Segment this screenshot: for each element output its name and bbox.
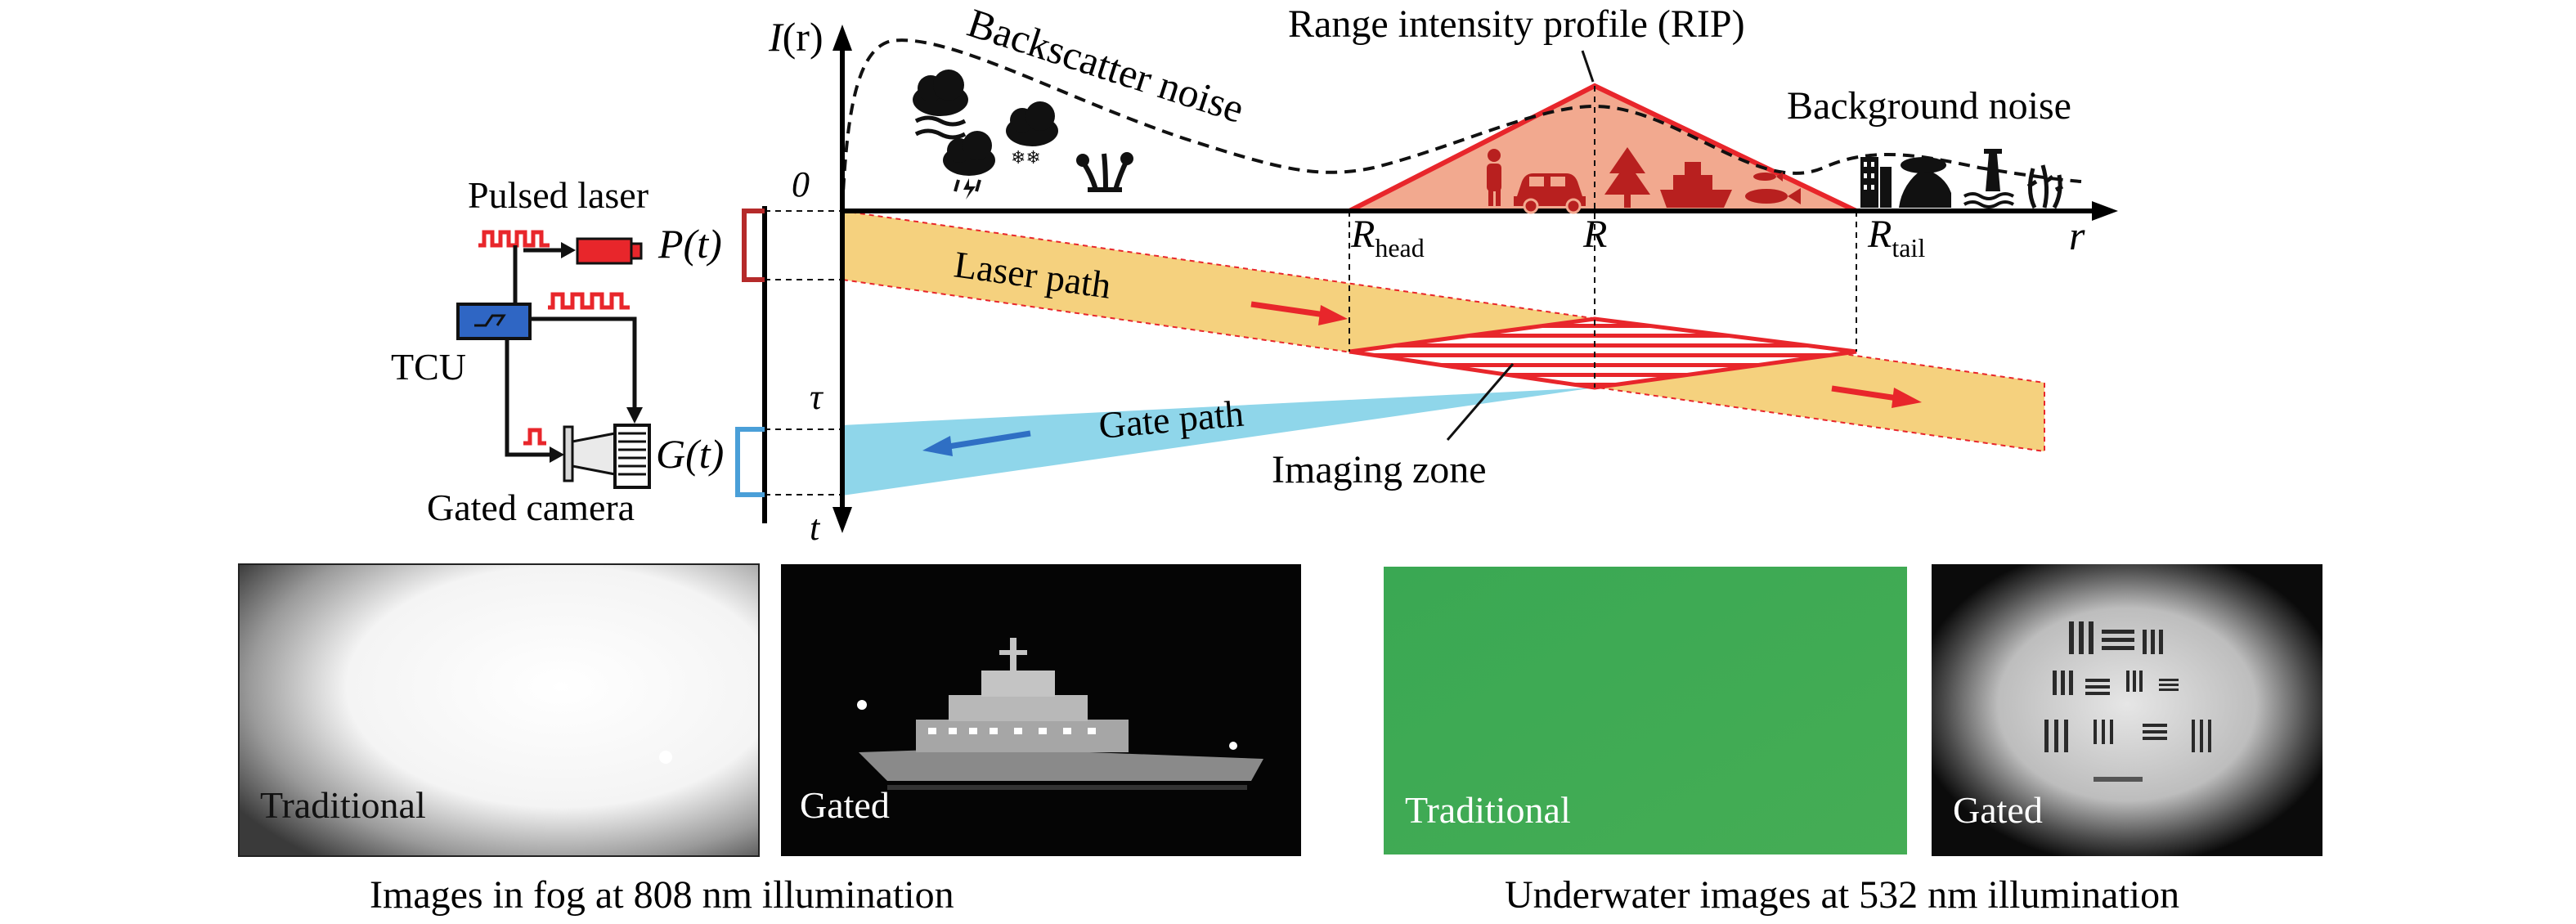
pulsed-laser-label: Pulsed laser	[468, 174, 648, 216]
cloud-snow-icon: ❄❄	[1006, 101, 1058, 168]
fog-gated-label: Gated	[800, 784, 890, 826]
imaging-zone-leader	[1446, 363, 1515, 441]
tcu-label: TCU	[391, 346, 466, 388]
gated-camera-icon	[563, 424, 651, 489]
fog-traditional-label: Traditional	[260, 784, 426, 826]
landscape-icon	[1899, 157, 1951, 208]
underwater-gated-label: Gated	[1953, 789, 2043, 831]
laser-arrow-1	[1250, 301, 1348, 325]
cloud-storm-icon	[943, 131, 995, 200]
noise-curve	[841, 38, 2082, 209]
underwater-caption: Underwater images at 532 nm illumination	[1505, 873, 2179, 917]
lighthouse-icon	[1963, 149, 2015, 209]
intensity-axis-label: I(r)	[768, 14, 824, 60]
origin-label: 0	[792, 164, 810, 204]
building-icon	[1860, 157, 1892, 208]
gt-label: G(t)	[656, 431, 724, 477]
rip-leader	[1581, 50, 1595, 83]
gt-pulse	[735, 427, 765, 497]
laser-arrow-2	[1831, 385, 1922, 408]
laser-arrow-head	[561, 242, 576, 258]
tcu-box	[456, 303, 532, 340]
gate-arrow	[922, 430, 1031, 456]
laser-path-band	[841, 209, 2045, 453]
person-icon	[1487, 149, 1501, 206]
rip-label: Range intensity profile (RIP)	[1288, 2, 1745, 46]
ship-icon	[1660, 162, 1732, 208]
pulsed-laser-icon	[576, 237, 643, 265]
gated-camera-label: Gated camera	[427, 487, 635, 528]
pt-label: P(t)	[657, 221, 722, 267]
intensity-axis-arrow	[832, 25, 852, 51]
seaweed-icon	[2026, 164, 2064, 209]
r-head-label: Rhead	[1350, 213, 1425, 262]
gate-path-band	[842, 388, 1595, 496]
background-noise-label: Background noise	[1787, 84, 2071, 128]
laser-signal-icon	[478, 230, 550, 248]
fish-icon	[1745, 172, 1801, 204]
range-axis-arrow	[2092, 201, 2118, 221]
time-axis-label: t	[810, 508, 821, 548]
gate-signal-icon	[548, 292, 630, 310]
underwater-gated-image	[1932, 564, 2322, 856]
fog-gated-image	[781, 564, 1301, 856]
fog-traditional-image	[238, 563, 760, 857]
range-axis-label: r	[2069, 213, 2085, 258]
fog-caption: Images in fog at 808 nm illumination	[370, 873, 954, 917]
underwater-traditional-label: Traditional	[1405, 789, 1571, 831]
backscatter-noise-label: Backscatter noise	[963, 0, 1250, 132]
r-center-label: R	[1582, 213, 1607, 256]
r-tail-label: Rtail	[1867, 213, 1925, 262]
tau-label: τ	[810, 377, 824, 417]
pt-pulse	[742, 209, 765, 282]
tcu-to-camera-arrow	[626, 407, 643, 424]
cloud-wind-icon	[913, 70, 968, 140]
underwater-traditional-image	[1384, 567, 1907, 854]
coral-icon	[1076, 152, 1133, 192]
tcu-to-lens-line	[505, 339, 553, 457]
car-icon	[1514, 173, 1586, 214]
tree-icon	[1604, 147, 1650, 208]
lens-arrow-head	[550, 446, 564, 463]
tcu-to-camera-line	[530, 316, 637, 409]
time-axis-arrow	[832, 507, 852, 533]
camera-pulse-icon	[523, 428, 546, 446]
imaging-zone-label: Imaging zone	[1272, 448, 1487, 491]
svg-text:❄❄: ❄❄	[1011, 148, 1041, 168]
